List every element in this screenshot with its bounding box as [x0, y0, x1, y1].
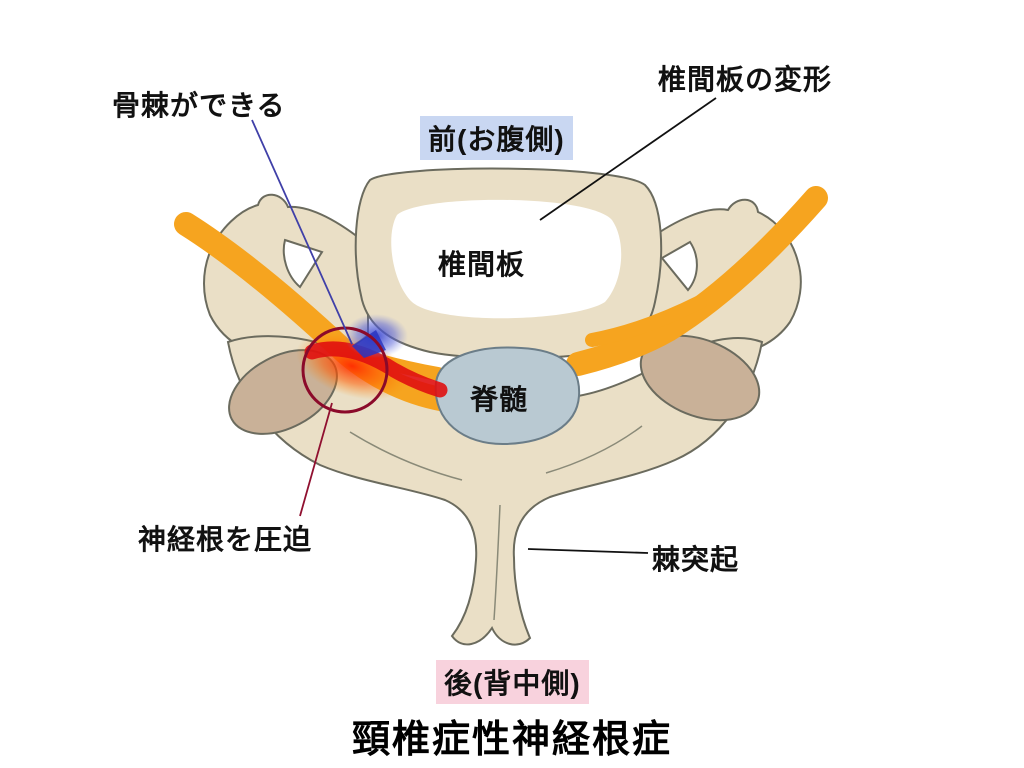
diagram-title: 頸椎症性神経根症 — [351, 719, 672, 761]
spinous-process-leader-line — [527, 548, 649, 554]
arch-sketch-line-right — [545, 425, 643, 474]
anterior-label: 前(お腹側) — [420, 116, 573, 160]
right-nerve-root — [566, 186, 828, 376]
left-transverse-foramen — [282, 238, 324, 289]
spinal-cord-label: 脊髄 — [470, 384, 529, 415]
arch-sketch-line-left — [349, 431, 463, 481]
posterior-label: 後(背中側) — [436, 660, 589, 704]
spinal-cord-shape — [434, 346, 581, 446]
bone-spur-leader-line — [251, 119, 353, 345]
right-transverse-foramen — [660, 240, 698, 292]
disc-deformation-label: 椎間板の変形 — [658, 64, 833, 95]
intervertebral-disc-shape — [391, 199, 622, 319]
nerve-compression-leader-line — [299, 402, 333, 517]
nerve-compression-label: 神経根を圧迫 — [138, 524, 313, 555]
bone-spur-label: 骨棘ができる — [112, 90, 286, 121]
disc-label: 椎間板 — [438, 249, 526, 280]
compression-red-band — [304, 341, 448, 398]
right-nerve-branch — [585, 295, 707, 347]
spinous-process-label: 棘突起 — [652, 544, 740, 575]
arch-sketch-line-mid — [493, 504, 501, 621]
bone-spur-shape — [352, 330, 386, 358]
disc-deformation-leader-line — [539, 97, 717, 221]
